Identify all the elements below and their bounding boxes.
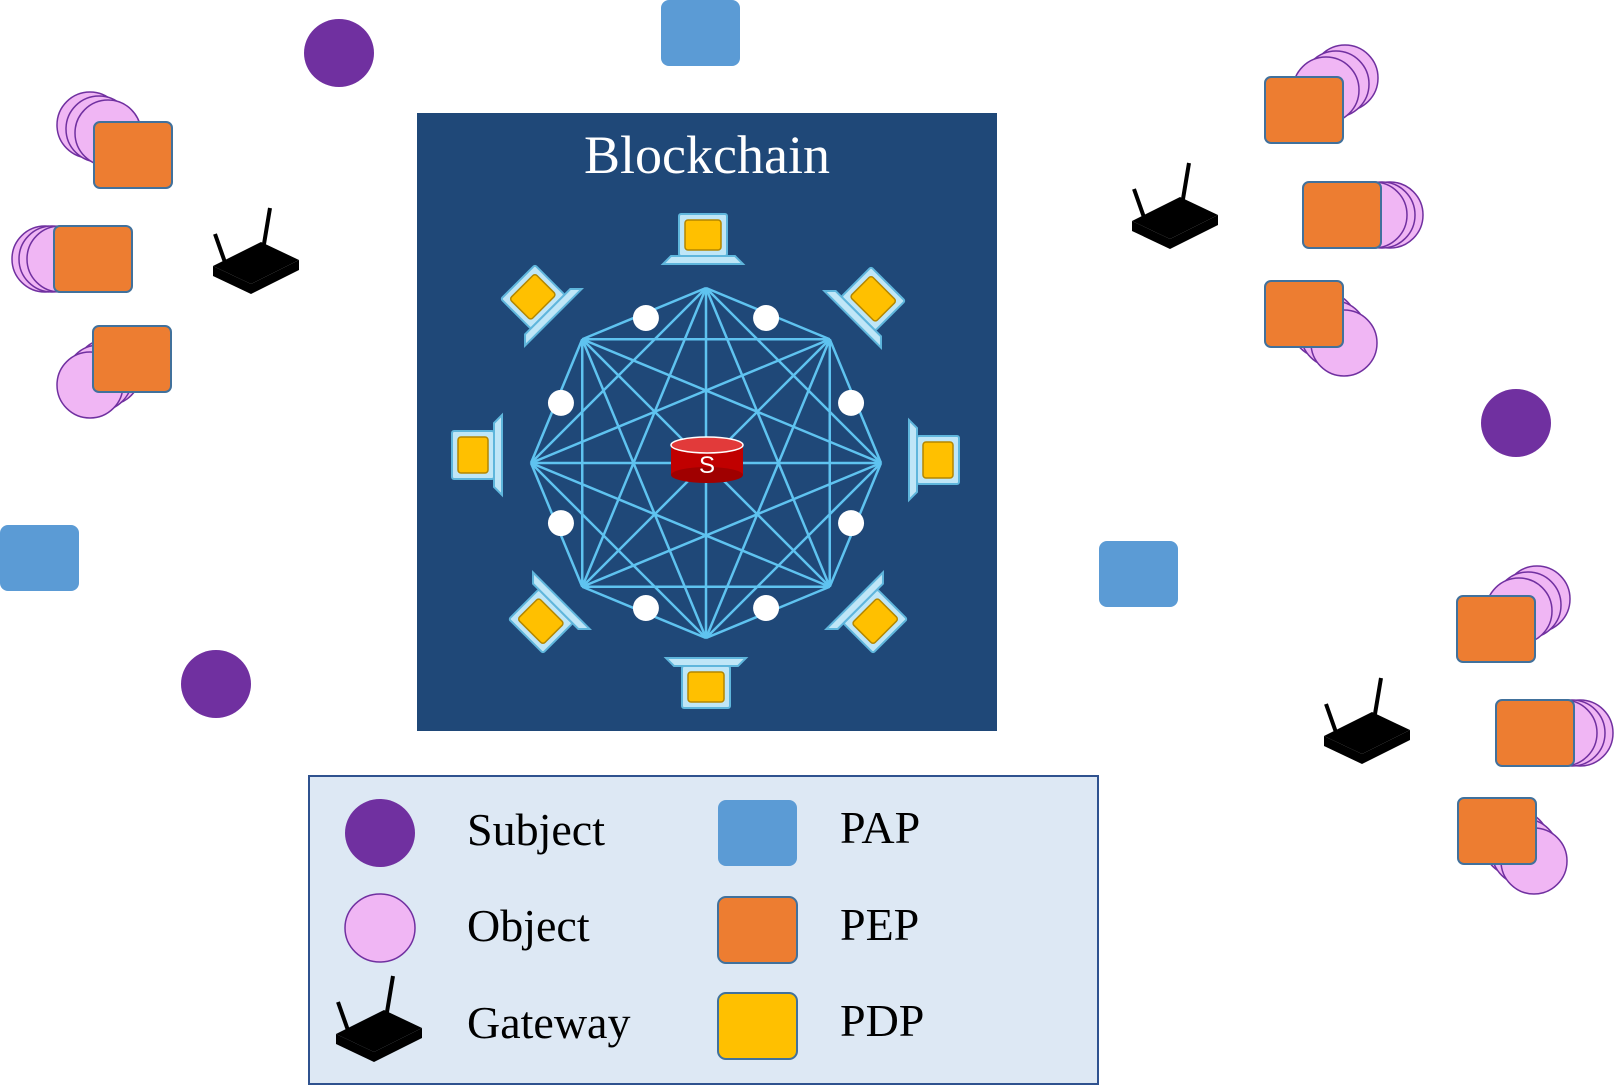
network-node-dot (547, 389, 574, 416)
legend-pap-swatch (718, 800, 797, 866)
object-pep-group (11, 225, 133, 293)
network-link (704, 338, 831, 639)
pap-node (1099, 541, 1178, 607)
network-node-dot (632, 595, 659, 622)
subject-node (304, 19, 374, 87)
database-label: S (699, 452, 715, 479)
network-node-dot (753, 304, 780, 331)
legend-subject-swatch (345, 799, 415, 867)
legend-label-gateway: Gateway (467, 997, 631, 1048)
network-link (530, 461, 831, 588)
network-node-dot (838, 510, 865, 537)
object-pep-group (1457, 797, 1568, 895)
object-pep-group (56, 325, 172, 419)
network-link (704, 287, 831, 588)
subject-node (181, 650, 251, 718)
object-pep-group (1264, 280, 1378, 377)
object-pep-group (1495, 699, 1614, 767)
network-link (581, 338, 882, 465)
legend-gateway-icon (334, 974, 424, 1064)
pap-node (0, 525, 79, 591)
legend-pdp-swatch (717, 992, 798, 1060)
object-pep-group (1456, 565, 1571, 663)
object-pep-group (1264, 44, 1379, 144)
legend-label-object: Object (467, 900, 590, 951)
legend-label-pep: PEP (840, 899, 920, 950)
legend-label-subject: Subject (467, 804, 605, 855)
network-link (530, 338, 831, 465)
legend-label-pdp: PDP (840, 995, 925, 1046)
network-node-dot (753, 595, 780, 622)
legend (308, 775, 1099, 1085)
network-link (530, 462, 707, 639)
network-node-dot (547, 510, 574, 537)
network-link (581, 338, 708, 639)
database-icon (670, 436, 744, 483)
legend-pep-swatch (717, 896, 798, 964)
network-link (581, 287, 708, 588)
network-node-dot (632, 304, 659, 331)
legend-label-pap: PAP (840, 802, 921, 853)
object-pep-group (1302, 181, 1424, 249)
blockchain-title: Blockchain (584, 125, 830, 185)
pap-node (661, 0, 740, 66)
object-pep-group (56, 91, 173, 189)
network-node-dot (838, 389, 865, 416)
network-link (581, 461, 882, 588)
subject-node (1481, 389, 1551, 457)
legend-object-swatch (344, 893, 416, 963)
